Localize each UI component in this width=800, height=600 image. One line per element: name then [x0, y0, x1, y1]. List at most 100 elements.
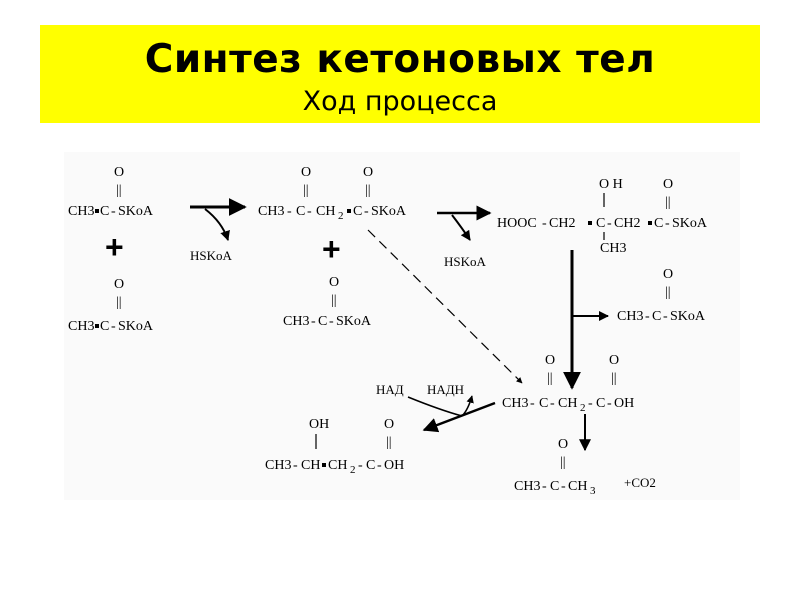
skoa-group: SKoA: [118, 319, 154, 334]
carbon-atom: C: [100, 319, 109, 334]
ch3-group: CH3: [265, 458, 291, 473]
plus-sign-1: +: [105, 229, 124, 265]
double-bond: ||: [665, 195, 671, 210]
skoa-group: SKoA: [118, 204, 154, 219]
bond-dot: [347, 209, 351, 213]
oxygen-atom: O: [545, 353, 555, 368]
dash: -: [358, 458, 363, 473]
ch-group: CH: [328, 458, 347, 473]
dash: -: [607, 396, 612, 411]
carbon-atom: C: [366, 458, 375, 473]
dash: -: [645, 309, 650, 324]
cofactor-curve-in: [407, 396, 463, 417]
subscript-2: 2: [350, 464, 356, 476]
double-bond: ||: [665, 285, 671, 300]
oxygen-atom: O: [558, 437, 568, 452]
double-bond: ||: [116, 183, 122, 198]
dash: -: [663, 309, 668, 324]
ch-group: CH: [558, 396, 577, 411]
acetyl-coa-3: O || CH3 - C - SKoA: [283, 275, 372, 329]
dash: -: [287, 204, 292, 219]
ch3-group: CH3: [502, 396, 528, 411]
acetyl-coa-1: O || CH3 C - SKoA: [68, 165, 154, 219]
nadh-label: НАДН: [427, 382, 464, 397]
arrow-dashed-hydrolysis: [367, 229, 523, 384]
oxygen-atom: O: [301, 165, 311, 180]
acetone: O || CH3 - C - CH 3: [514, 437, 596, 497]
dash: -: [307, 204, 312, 219]
dash: -: [665, 216, 670, 231]
ch2-group: CH2: [614, 216, 640, 231]
ch3-group: CH3: [600, 241, 626, 256]
carbon-atom: C: [550, 479, 559, 494]
oxygen-atom: O: [663, 177, 673, 192]
dash: -: [550, 396, 555, 411]
oxygen-atom: O: [609, 353, 619, 368]
dash: -: [377, 458, 382, 473]
title-box: Синтез кетоновых тел Ход процесса: [40, 25, 760, 123]
double-bond: ||: [365, 183, 371, 198]
carbon-atom: C: [296, 204, 305, 219]
oxygen-atom: O: [114, 277, 124, 292]
subscript-2: 2: [338, 210, 344, 222]
slide-title: Синтез кетоновых тел: [144, 37, 656, 82]
double-bond: ||: [386, 435, 392, 450]
acetoacetyl-coa: O || O || CH3 - C - CH 2 C - SKoA: [258, 165, 407, 222]
carbon-atom: C: [318, 314, 327, 329]
carbon-atom: C: [596, 216, 605, 231]
ch-group: CH: [301, 458, 320, 473]
dash: -: [607, 216, 612, 231]
bond-dot: [95, 324, 99, 328]
dash: -: [329, 314, 334, 329]
hskoa-label-1: HSKoA: [190, 248, 233, 263]
dash: -: [542, 216, 547, 231]
double-bond: ||: [560, 455, 566, 470]
ch3-group: CH3: [68, 204, 94, 219]
ch-group: CH: [568, 479, 587, 494]
ch3-group: CH3: [617, 309, 643, 324]
plus-sign-2: +: [322, 231, 341, 267]
scheme-background: [64, 152, 740, 500]
bond-dot: [588, 221, 592, 225]
ch3-group: CH3: [283, 314, 309, 329]
bond-dot: [322, 463, 326, 467]
subscript-2: 2: [580, 402, 586, 414]
hmg-coa: O H O || HOOC - CH2 C - CH2 C - SKoA CH3: [497, 177, 708, 256]
nad-label: НАД: [376, 382, 404, 397]
oxygen-atom: O: [329, 275, 339, 290]
dash: -: [542, 479, 547, 494]
ch3-group: CH3: [514, 479, 540, 494]
skoa-group: SKoA: [336, 314, 372, 329]
carbon-atom: C: [539, 396, 548, 411]
oxygen-atom: O: [663, 267, 673, 282]
dash: -: [561, 479, 566, 494]
subscript-3: 3: [590, 485, 596, 497]
beta-hydroxybutyrate: OH O || CH3 - CH CH 2 - C - OH: [265, 417, 404, 476]
double-bond: ||: [303, 183, 309, 198]
acetyl-coa-released: O || CH3 - C - SKoA: [617, 267, 706, 324]
double-bond: ||: [611, 371, 617, 386]
dash: -: [111, 319, 116, 334]
ch2-group: CH2: [549, 216, 575, 231]
oxygen-atom: O: [363, 165, 373, 180]
carbon-atom: C: [353, 204, 362, 219]
hskoa-label-2: HSKoA: [444, 254, 487, 269]
acetyl-coa-2: O || CH3 C - SKoA: [68, 277, 154, 334]
oh-group: OH: [614, 396, 634, 411]
co2-label: +CO2: [624, 475, 656, 490]
dash: -: [588, 396, 593, 411]
carbon-atom: C: [100, 204, 109, 219]
arrow-release-2: [451, 214, 471, 241]
arrow-reduction: [422, 401, 496, 433]
cofactor-curve-out: [461, 395, 474, 417]
ch3-group: CH3: [68, 319, 94, 334]
dash: -: [293, 458, 298, 473]
bond-dot: [648, 221, 652, 225]
carbon-atom: C: [596, 396, 605, 411]
slide-subtitle: Ход процесса: [302, 86, 498, 117]
ch-group: CH: [316, 204, 335, 219]
oh-group: OH: [384, 458, 404, 473]
oxygen-atom: O: [384, 417, 394, 432]
acetoacetate: O || O || CH3 - C - CH 2 - C - OH: [502, 353, 634, 414]
